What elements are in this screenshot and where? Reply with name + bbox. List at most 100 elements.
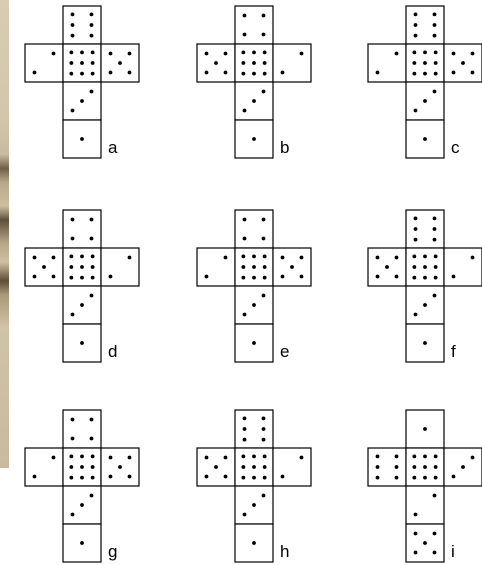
pip [412,254,416,258]
pip [71,437,75,441]
pip [423,137,427,141]
pip [109,456,113,460]
pip [434,72,438,76]
pip [252,254,256,258]
pip [91,276,95,280]
pip [433,238,437,242]
pip [91,454,95,458]
face-left [368,44,406,82]
pip [205,475,209,479]
pip [262,416,266,420]
face-top [63,410,101,448]
pip [33,475,37,479]
pip [412,454,416,458]
net-label-d: d [108,343,117,360]
pip [263,454,267,458]
pip [433,216,437,220]
pip [252,72,256,76]
dice-net-g [25,410,139,562]
pip [80,50,84,54]
face-center [406,248,444,286]
dice-net-e [197,210,311,362]
pip [69,276,73,280]
pip [241,476,245,480]
face-below [235,486,273,524]
pip [433,532,437,536]
pip [69,72,73,76]
pip [395,454,399,458]
pip [434,61,438,65]
pip [91,465,95,469]
pip [300,456,304,460]
pip [252,454,256,458]
pip [91,72,95,76]
pip [452,52,456,56]
face-top [406,6,444,44]
pip [33,275,37,279]
pip [71,313,75,317]
face-center [235,248,273,286]
pip [80,465,84,469]
pip [433,227,437,231]
pip [262,90,266,94]
face-bottom [235,324,273,362]
pip [241,72,245,76]
net-label-e: e [280,343,289,360]
pip [281,71,285,75]
pip [300,275,304,279]
pip [423,476,427,480]
pip [80,541,84,545]
face-outline [25,448,63,486]
pip [69,61,73,65]
face-bottom [63,324,101,362]
pip [241,265,245,269]
pip [224,256,228,260]
pip [376,454,380,458]
face-below [406,486,444,524]
face-outline [63,6,101,44]
pip [128,256,132,260]
pip [434,50,438,54]
face-left [197,44,235,82]
face-outline [235,210,273,248]
pip [71,12,75,16]
pip [395,52,399,56]
pip [69,454,73,458]
face-right [444,448,482,486]
face-outline [235,6,273,44]
face-outline [273,44,311,82]
pip [281,275,285,279]
pip [433,12,437,16]
pip [385,265,389,269]
pip [71,218,75,222]
pip [262,14,266,18]
pip [452,275,456,279]
pip [241,50,245,54]
pip [91,61,95,65]
pip [109,52,113,56]
pip [433,34,437,38]
pip [80,254,84,258]
pip [376,256,380,260]
pip [452,71,456,75]
pip [214,465,218,469]
pip [252,465,256,469]
pip [224,71,228,75]
face-outline [25,44,63,82]
pip [224,456,228,460]
pip [433,90,437,94]
pip [118,465,122,469]
face-top [406,410,444,448]
pip [290,265,294,269]
pip [205,71,209,75]
pip [80,61,84,65]
pip [471,256,475,260]
pip [395,465,399,469]
dice-net-b [197,6,311,158]
pip [434,265,438,269]
pip [433,294,437,298]
pip [71,513,75,517]
pip [263,254,267,258]
pip [262,438,266,442]
